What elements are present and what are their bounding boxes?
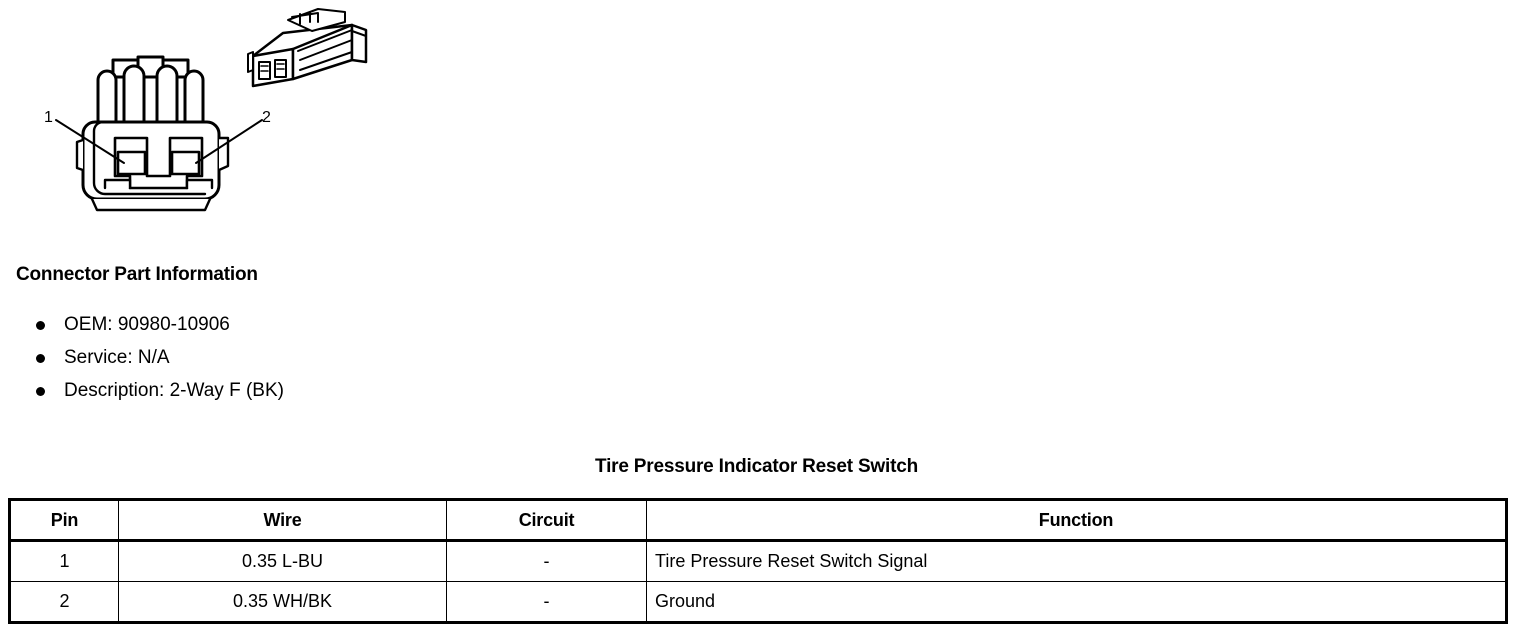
pinout-table-title: Tire Pressure Indicator Reset Switch <box>595 456 918 477</box>
bullet-icon <box>36 321 45 330</box>
list-item: Description: 2-Way F (BK) <box>16 374 536 407</box>
table-row: 2 0.35 WH/BK - Ground <box>9 581 1507 623</box>
column-header-pin: Pin <box>9 499 119 542</box>
list-item: Service: N/A <box>16 341 536 374</box>
table-row: 1 0.35 L-BU - Tire Pressure Reset Switch… <box>9 540 1507 582</box>
connector-illustration: 1 2 <box>0 0 400 240</box>
column-header-wire: Wire <box>118 499 447 542</box>
part-info-list: OEM: 90980-10906 Service: N/A Descriptio… <box>16 308 536 407</box>
column-header-function: Function <box>646 499 1507 542</box>
connector-face-view <box>75 55 230 212</box>
bullet-icon <box>36 387 45 396</box>
bullet-icon <box>36 354 45 363</box>
cell-wire: 0.35 L-BU <box>118 540 447 582</box>
callout-pin-2: 2 <box>262 109 271 126</box>
cell-function: Tire Pressure Reset Switch Signal <box>646 540 1507 582</box>
cell-circuit: - <box>446 540 647 582</box>
callout-pin-1: 1 <box>44 109 53 126</box>
cell-pin: 1 <box>9 540 119 582</box>
connector-part-information-section: Connector Part Information OEM: 90980-10… <box>16 264 536 407</box>
cell-function: Ground <box>646 581 1507 623</box>
cell-pin: 2 <box>9 581 119 623</box>
connector-drawing-svg: 1 2 <box>44 8 368 212</box>
connector-isometric-inset <box>247 8 368 88</box>
pinout-table-container: Pin Wire Circuit Function 1 0.35 L-BU - … <box>8 498 1508 624</box>
part-info-oem: OEM: 90980-10906 <box>64 314 230 335</box>
cell-circuit: - <box>446 581 647 623</box>
list-item: OEM: 90980-10906 <box>16 308 536 341</box>
column-header-circuit: Circuit <box>446 499 647 542</box>
table-header-row: Pin Wire Circuit Function <box>9 499 1507 542</box>
pinout-table: Pin Wire Circuit Function 1 0.35 L-BU - … <box>8 498 1508 624</box>
cell-wire: 0.35 WH/BK <box>118 581 447 623</box>
part-info-heading: Connector Part Information <box>16 264 258 285</box>
part-info-description: Description: 2-Way F (BK) <box>64 380 284 401</box>
part-info-service: Service: N/A <box>64 347 170 368</box>
